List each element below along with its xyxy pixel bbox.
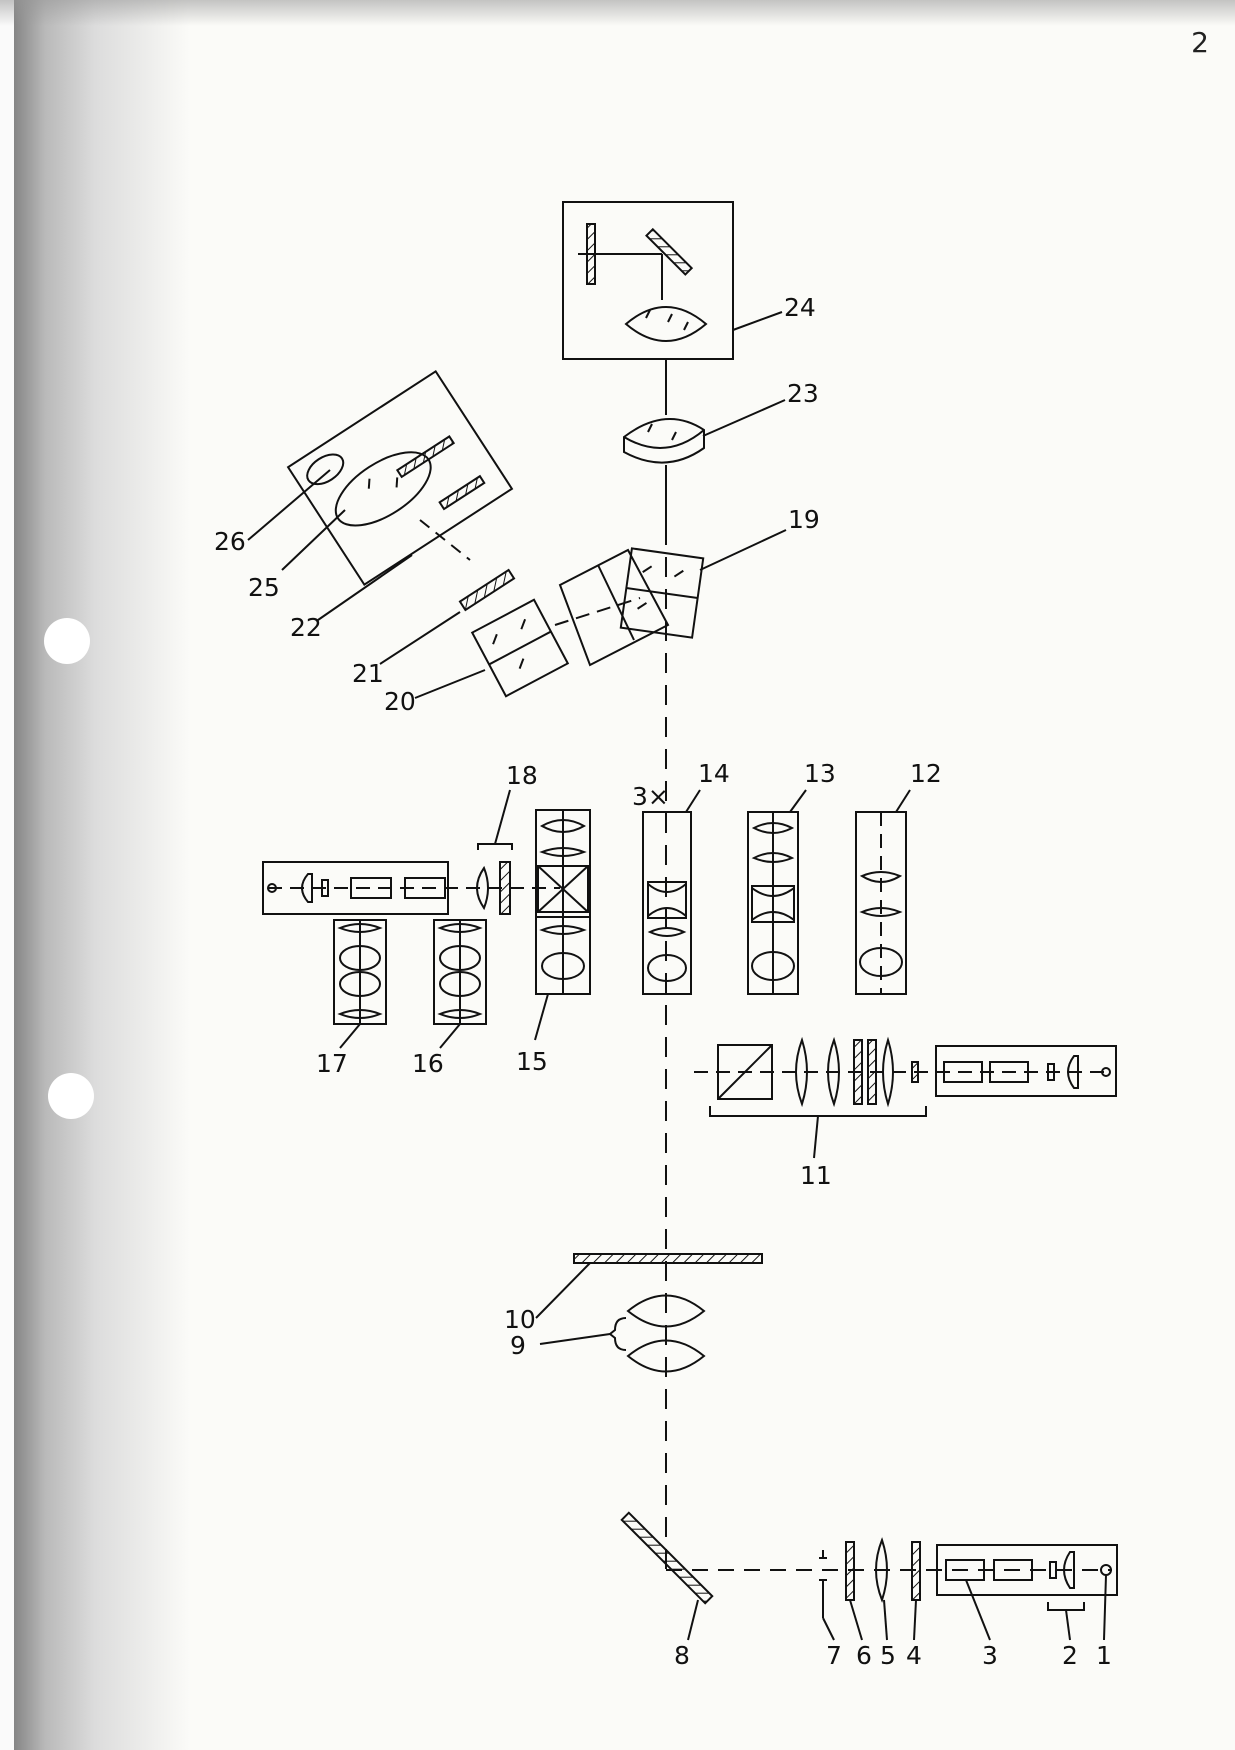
label-8: 8	[674, 1641, 690, 1670]
element-23-lens	[623, 418, 705, 464]
leader-16	[439, 1023, 461, 1049]
relay-tube	[554, 548, 670, 667]
label-26: 26	[214, 527, 246, 556]
element-21-plate	[458, 568, 516, 612]
label-3: 3	[982, 1641, 998, 1670]
label-10: 10	[504, 1305, 536, 1334]
leader-14	[685, 789, 701, 813]
leader-9	[539, 1333, 611, 1345]
leader-10	[535, 1262, 591, 1319]
scan-noise	[0, 0, 1235, 26]
element-13-turret	[747, 811, 799, 995]
label-11: 11	[800, 1161, 832, 1190]
page-edge	[0, 0, 14, 1750]
label-5: 5	[880, 1641, 896, 1670]
element-4-filter	[911, 1541, 921, 1601]
leader-19	[699, 529, 787, 571]
label-21: 21	[352, 659, 384, 688]
label-18: 18	[506, 761, 538, 790]
label-19: 19	[788, 505, 820, 534]
leader-24	[732, 311, 783, 331]
label-24: 24	[784, 293, 816, 322]
punch-hole-top	[44, 618, 90, 664]
leader-13	[789, 789, 807, 813]
label-6: 6	[856, 1641, 872, 1670]
leader-3	[965, 1579, 991, 1641]
punch-hole-bottom	[48, 1073, 94, 1119]
label-14: 14	[698, 759, 730, 788]
leader-8	[687, 1599, 699, 1641]
element-2-collector	[1047, 1551, 1085, 1611]
leader-15	[534, 993, 549, 1041]
element-17-turret	[333, 919, 387, 1025]
element-24-block	[562, 201, 734, 360]
leader-7	[822, 1617, 835, 1641]
element-6-filter	[845, 1541, 855, 1601]
element-16-turret	[433, 919, 487, 1025]
leader-18	[494, 789, 511, 845]
element-10-plate	[573, 1253, 763, 1264]
label-12: 12	[910, 759, 942, 788]
leader-11	[813, 1115, 819, 1159]
scan-shadow	[0, 0, 190, 1750]
leader-5	[883, 1599, 888, 1641]
label-16: 16	[412, 1049, 444, 1078]
label-9: 9	[510, 1331, 526, 1360]
element-8-mirror	[620, 1511, 714, 1605]
element-9-condenser	[608, 1294, 706, 1373]
element-11-branch	[694, 1036, 1117, 1117]
leader-17	[339, 1023, 361, 1049]
label-2: 2	[1062, 1641, 1078, 1670]
label-4: 4	[906, 1641, 922, 1670]
leader-2	[1065, 1609, 1071, 1641]
element-20-prism	[470, 598, 570, 698]
element-3-lamp-housing	[936, 1544, 1118, 1596]
label-20: 20	[384, 687, 416, 716]
label-13: 13	[804, 759, 836, 788]
label-23: 23	[787, 379, 819, 408]
leader-12	[895, 789, 911, 813]
element-7-diaphragm	[819, 1550, 827, 1618]
leader-4	[913, 1599, 917, 1641]
label-17: 17	[316, 1049, 348, 1078]
page-number: 2	[1191, 26, 1209, 59]
label-25: 25	[248, 573, 280, 602]
element-18-source	[262, 843, 560, 915]
housing-axis	[419, 519, 471, 561]
leader-23	[702, 399, 786, 437]
element-15-turret	[535, 809, 591, 995]
leader-26	[247, 469, 331, 541]
element-5-lens	[875, 1537, 888, 1603]
label-22: 22	[290, 613, 322, 642]
label-1: 1	[1096, 1641, 1112, 1670]
element-14-turret	[642, 811, 692, 995]
element-19-prism	[619, 547, 705, 639]
label-7: 7	[826, 1641, 842, 1670]
leader-22	[317, 554, 413, 621]
label-14x: 3×	[632, 782, 669, 811]
element-12-turret	[855, 811, 907, 995]
leader-21	[379, 611, 461, 665]
leader-20	[414, 669, 486, 699]
leader-25	[281, 509, 346, 571]
label-15: 15	[516, 1047, 548, 1076]
leader-6	[849, 1599, 863, 1641]
element-25-housing	[286, 369, 514, 587]
leader-1	[1103, 1574, 1107, 1641]
